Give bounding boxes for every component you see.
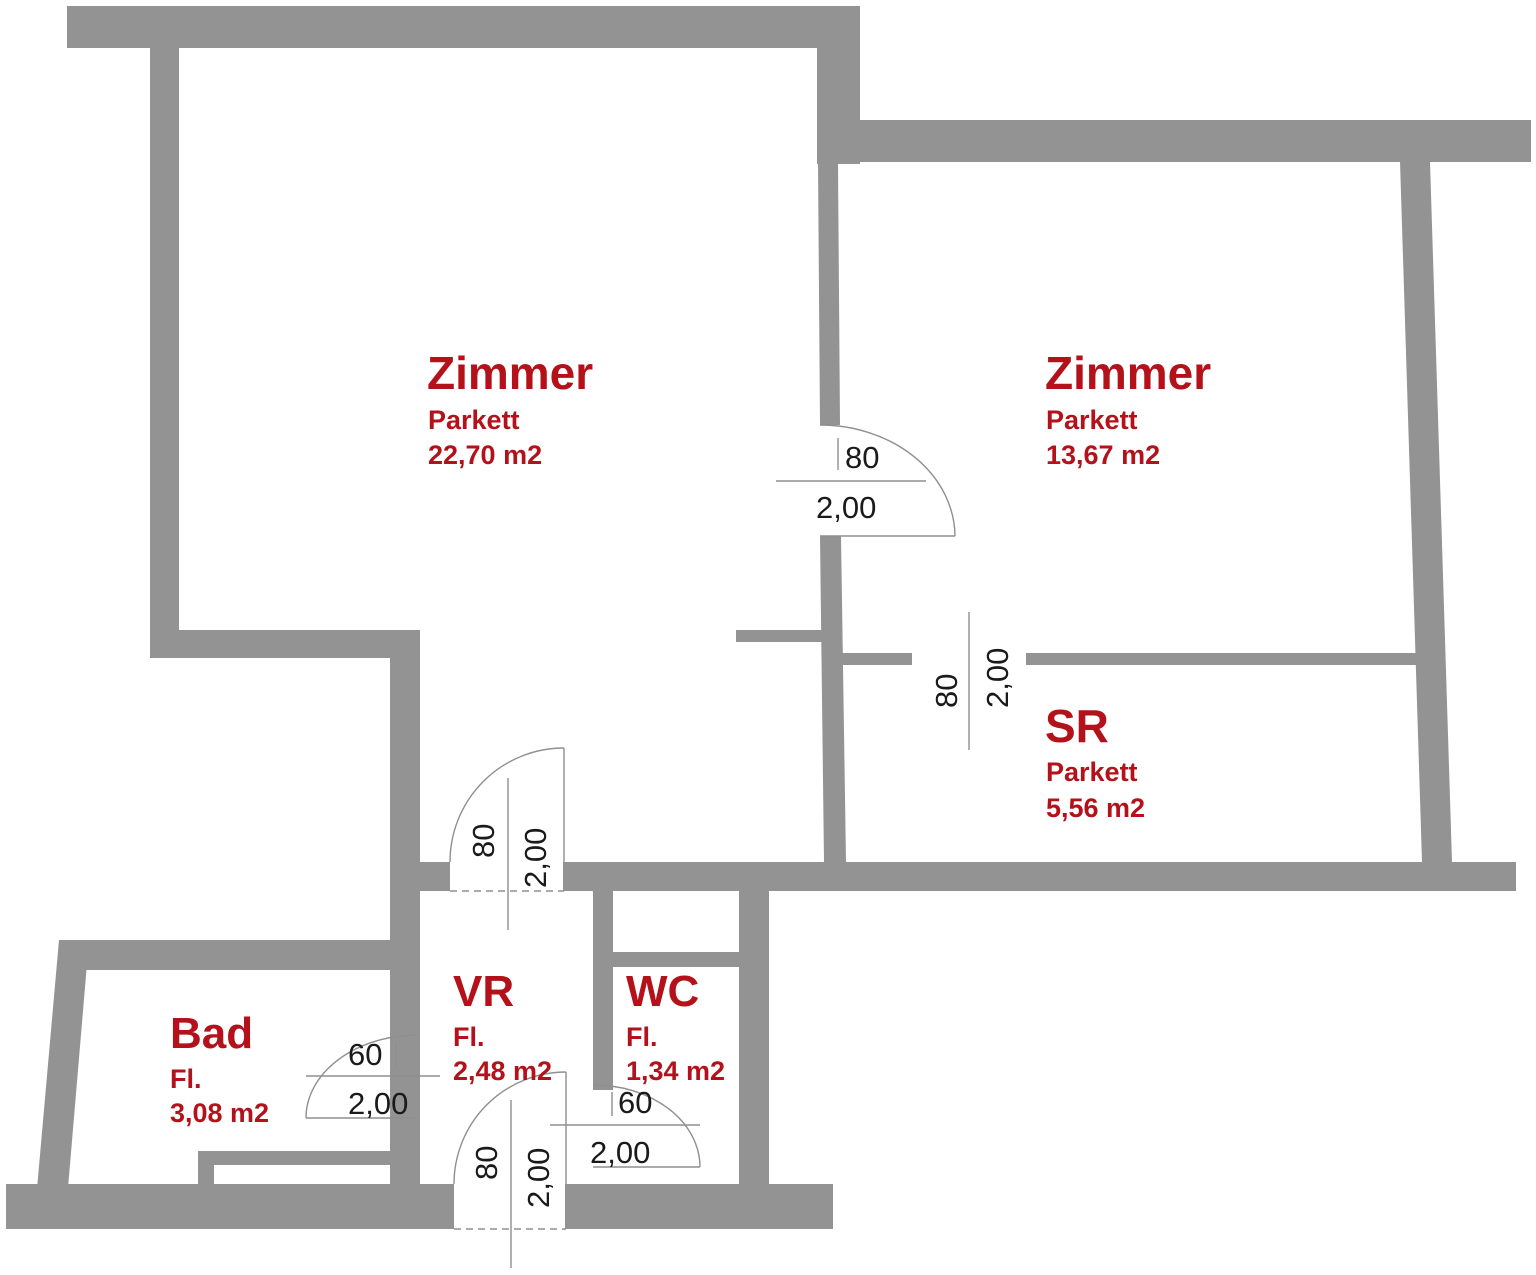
wall-top-right xyxy=(817,120,1531,162)
wall-sr-right xyxy=(1026,653,1418,665)
room-area: 3,08 m2 xyxy=(170,1098,269,1128)
door-height-label: 2,00 xyxy=(348,1086,408,1121)
walls xyxy=(6,6,1531,1229)
room-name: Bad xyxy=(170,1009,253,1058)
room-area: 5,56 m2 xyxy=(1046,793,1145,823)
room-floor: Fl. xyxy=(170,1064,202,1094)
door-height-label: 2,00 xyxy=(590,1135,650,1170)
room-name: Zimmer xyxy=(1045,347,1211,399)
door-swing-arc xyxy=(449,747,565,863)
door-entrance[interactable]: 80 2,00 xyxy=(453,1071,567,1268)
room-name: SR xyxy=(1045,700,1109,752)
wall-bad-ledge xyxy=(198,1151,390,1165)
wall-partition-upper xyxy=(818,162,840,425)
wall-bottom-right xyxy=(565,1184,833,1229)
room-vr: VR Fl. 2,48 m2 xyxy=(453,967,552,1086)
wall-notch xyxy=(150,630,420,658)
room-wc: WC Fl. 1,34 m2 xyxy=(626,967,725,1086)
wall-right xyxy=(1400,162,1452,862)
door-height-label: 2,00 xyxy=(816,490,876,525)
room-area: 22,70 m2 xyxy=(428,440,542,470)
wall-stub xyxy=(736,630,824,642)
wall-vr-wc xyxy=(593,891,613,1090)
wall-bottom-left xyxy=(6,1184,454,1229)
wall-sr-left xyxy=(842,653,912,665)
room-floor: Fl. xyxy=(453,1022,485,1052)
door-vr-zimmer[interactable]: 80 2,00 xyxy=(449,747,565,930)
door-height-label: 2,00 xyxy=(518,828,553,888)
wall-bad-left xyxy=(36,940,89,1200)
wall-bad-top xyxy=(59,940,420,970)
door-bad[interactable]: 60 2,00 xyxy=(305,1034,440,1121)
room-bad: Bad Fl. 3,08 m2 xyxy=(170,1009,269,1128)
room-area: 13,67 m2 xyxy=(1046,440,1160,470)
room-floor: Parkett xyxy=(1046,405,1138,435)
room-sr: SR Parkett 5,56 m2 xyxy=(1045,700,1145,823)
door-height-label: 2,00 xyxy=(521,1148,556,1208)
room-floor: Parkett xyxy=(1046,757,1138,787)
wall-wc-right xyxy=(739,891,769,1200)
door-wc[interactable]: 60 2,00 xyxy=(550,1084,701,1170)
door-width-label: 80 xyxy=(845,440,879,475)
door-width-label: 60 xyxy=(348,1037,382,1072)
room-floor: Parkett xyxy=(428,405,520,435)
room-area: 2,48 m2 xyxy=(453,1056,552,1086)
room-area: 1,34 m2 xyxy=(626,1056,725,1086)
wall-top-left xyxy=(67,6,860,48)
door-width-label: 60 xyxy=(618,1085,652,1120)
door-height-label: 2,00 xyxy=(980,648,1015,708)
room-name: WC xyxy=(626,967,699,1016)
door-swing-arc xyxy=(592,1084,701,1168)
room-name: Zimmer xyxy=(427,347,593,399)
door-width-label: 80 xyxy=(466,824,501,858)
door-width-label: 80 xyxy=(469,1146,504,1180)
door-swing-arc xyxy=(819,424,956,537)
wall-middle-right xyxy=(563,862,1516,891)
room-zimmer-left: Zimmer Parkett 22,70 m2 xyxy=(427,347,593,470)
door-zimmer-connect[interactable]: 80 2,00 xyxy=(776,424,956,537)
wall-wc-shelf xyxy=(613,952,739,967)
room-floor: Fl. xyxy=(626,1022,658,1052)
room-zimmer-right: Zimmer Parkett 13,67 m2 xyxy=(1045,347,1211,470)
door-sr[interactable]: 80 2,00 xyxy=(929,612,1015,750)
wall-vr-left xyxy=(390,630,420,1200)
door-swing-arc xyxy=(305,1034,419,1119)
room-name: VR xyxy=(453,967,514,1016)
door-width-label: 80 xyxy=(929,674,964,708)
door-swing-arc xyxy=(453,1071,567,1185)
wall-partition-lower xyxy=(820,536,846,862)
wall-middle-left xyxy=(390,862,450,891)
wall-left-zimmer xyxy=(150,48,179,658)
